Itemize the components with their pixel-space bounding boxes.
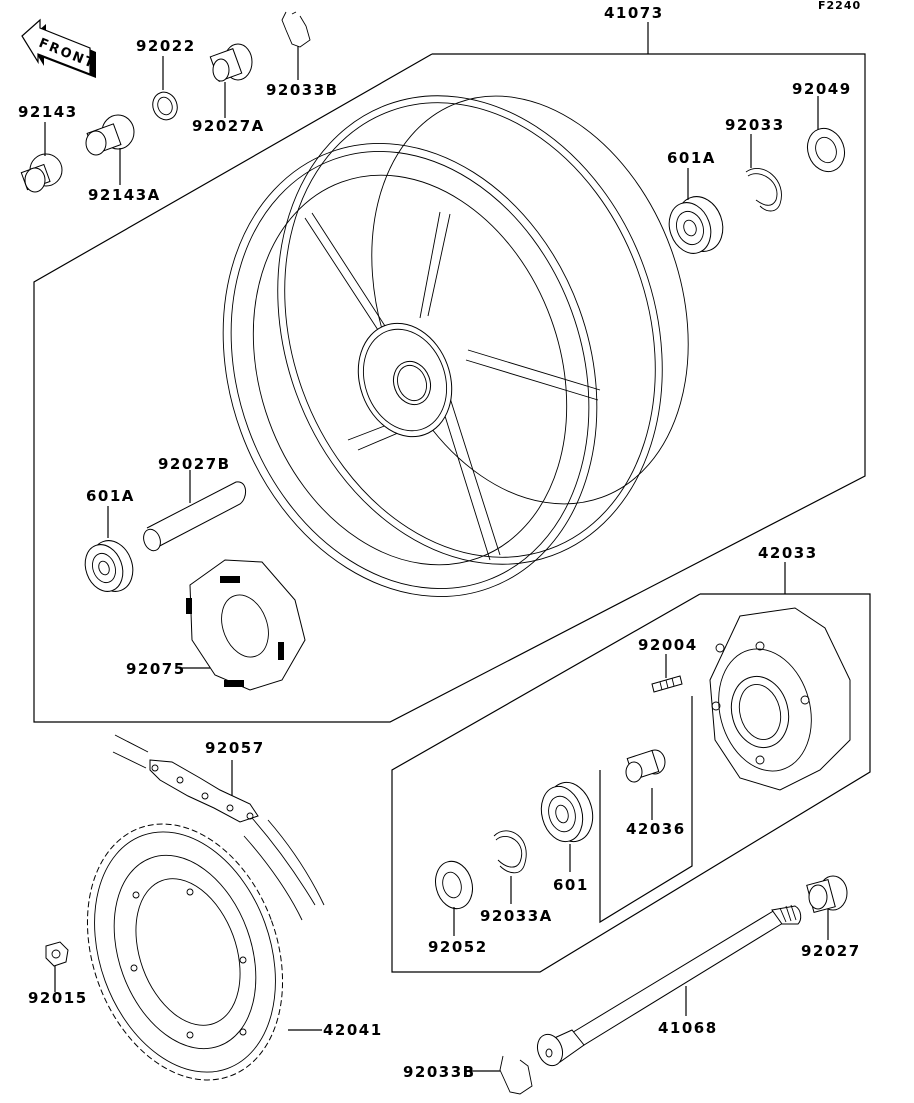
circlip-92033A[interactable] bbox=[493, 830, 527, 874]
distance-collar-92027B[interactable] bbox=[141, 481, 246, 553]
part-label-92057[interactable]: 92057 bbox=[205, 739, 265, 757]
part-label-601[interactable]: 601 bbox=[553, 876, 589, 894]
clip-92033B-bottom[interactable] bbox=[499, 1055, 533, 1095]
rear-sprocket-42041[interactable] bbox=[53, 796, 316, 1103]
part-label-92033B-top[interactable]: 92033B bbox=[266, 81, 339, 99]
part-label-92075[interactable]: 92075 bbox=[126, 660, 186, 678]
collar-92027A[interactable] bbox=[209, 43, 253, 82]
bearing-601A-left[interactable] bbox=[79, 535, 140, 598]
part-label-92033A[interactable]: 92033A bbox=[480, 907, 553, 925]
part-label-42041[interactable]: 42041 bbox=[323, 1021, 383, 1039]
part-label-92027[interactable]: 92027 bbox=[801, 942, 861, 960]
part-label-92052[interactable]: 92052 bbox=[428, 938, 488, 956]
part-label-601A-left[interactable]: 601A bbox=[86, 487, 135, 505]
drive-chain-92057[interactable] bbox=[112, 734, 325, 921]
part-label-42033[interactable]: 42033 bbox=[758, 544, 818, 562]
collar-92027[interactable] bbox=[806, 875, 848, 913]
nut-92015[interactable] bbox=[45, 941, 69, 967]
rear-wheel-41073[interactable] bbox=[162, 41, 743, 649]
part-label-601A-top[interactable]: 601A bbox=[667, 149, 716, 167]
part-label-92027B[interactable]: 92027B bbox=[158, 455, 231, 473]
part-label-92022[interactable]: 92022 bbox=[136, 37, 196, 55]
circlip-92033[interactable] bbox=[745, 167, 782, 212]
front-arrow-icon: FRONT bbox=[21, 18, 97, 78]
stud-92004[interactable] bbox=[651, 675, 683, 693]
collar-42036[interactable] bbox=[625, 749, 666, 783]
part-label-42036[interactable]: 42036 bbox=[626, 820, 686, 838]
bearing-group-box bbox=[599, 696, 693, 924]
bearing-601[interactable] bbox=[535, 777, 599, 846]
part-label-92049[interactable]: 92049 bbox=[792, 80, 852, 98]
part-label-41068[interactable]: 41068 bbox=[658, 1019, 718, 1037]
oil-seal-92052[interactable] bbox=[430, 857, 477, 913]
part-label-92033B-bottom[interactable]: 92033B bbox=[403, 1063, 476, 1081]
part-label-41073[interactable]: 41073 bbox=[604, 4, 664, 22]
part-label-92143A[interactable]: 92143A bbox=[88, 186, 161, 204]
rear-axle-41068[interactable] bbox=[533, 904, 802, 1069]
part-label-92143[interactable]: 92143 bbox=[18, 103, 78, 121]
collar-92143[interactable] bbox=[20, 153, 63, 193]
part-label-92027A[interactable]: 92027A bbox=[192, 117, 265, 135]
part-label-92004[interactable]: 92004 bbox=[638, 636, 698, 654]
diagram-code: F2240 bbox=[818, 0, 861, 12]
oil-seal-92049[interactable] bbox=[802, 123, 851, 177]
coupling-hub-42033[interactable] bbox=[705, 607, 851, 791]
part-label-92015[interactable]: 92015 bbox=[28, 989, 88, 1007]
wheel-assembly-box bbox=[33, 53, 866, 723]
part-label-92033[interactable]: 92033 bbox=[725, 116, 785, 134]
damper-92075[interactable] bbox=[186, 559, 306, 691]
washer-92022[interactable] bbox=[149, 89, 181, 124]
collar-92143A[interactable] bbox=[85, 114, 135, 156]
clip-92033B-top[interactable] bbox=[281, 11, 311, 48]
hub-assembly-box bbox=[391, 593, 871, 973]
bearing-601A-right[interactable] bbox=[662, 190, 730, 259]
